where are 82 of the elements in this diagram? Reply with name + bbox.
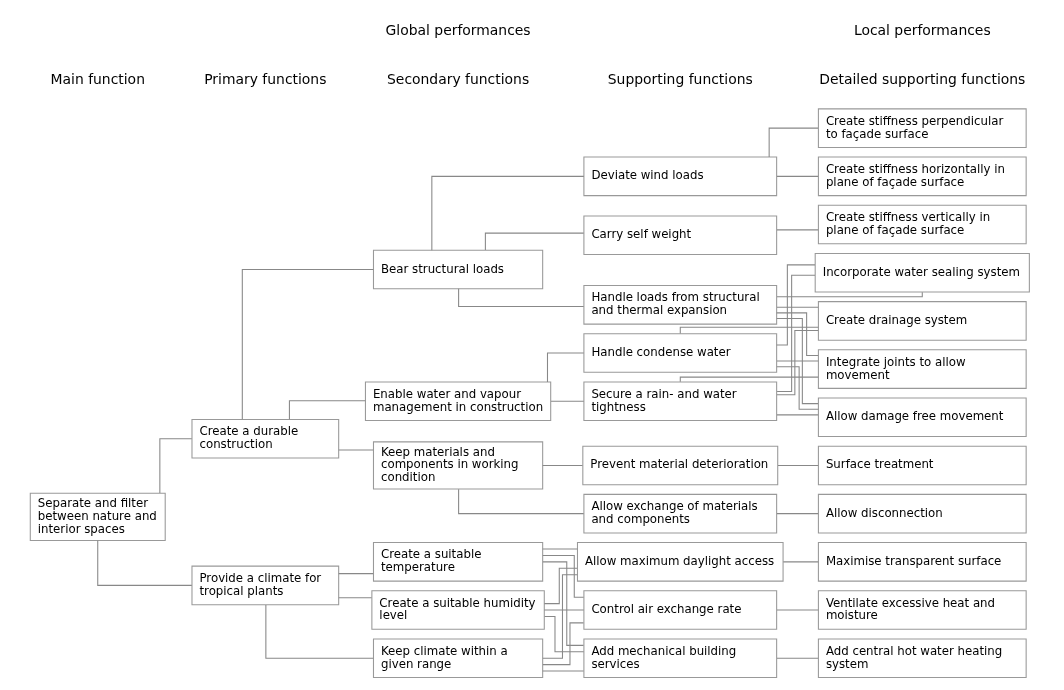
node-box: Create drainage system xyxy=(817,301,1027,341)
node-box: Surface treatment xyxy=(817,445,1027,486)
label: Supporting functions xyxy=(607,70,753,87)
node-box: Carry self weight xyxy=(582,215,777,256)
connector xyxy=(541,548,578,550)
node-box: Allow disconnection xyxy=(817,493,1027,534)
connector xyxy=(775,291,923,298)
connector xyxy=(541,622,584,666)
connector xyxy=(776,274,816,393)
connector xyxy=(541,670,584,672)
connector xyxy=(457,488,584,515)
node-box: Create stiffness perpendicular to façade surface xyxy=(817,108,1027,148)
node-box: Enable water and vapour management in construction xyxy=(364,381,551,422)
connector xyxy=(288,400,366,420)
connector xyxy=(775,513,819,515)
label: Local performances xyxy=(853,22,991,39)
connector xyxy=(541,561,584,646)
node-box: Incorporate water sealing system xyxy=(814,252,1030,293)
node-box: Prevent material deterioration xyxy=(581,445,778,486)
connector xyxy=(776,464,819,466)
connector xyxy=(96,539,192,586)
label: Primary functions xyxy=(203,70,326,87)
connector xyxy=(775,330,819,396)
label: Main function xyxy=(50,70,145,87)
connector xyxy=(775,312,819,356)
node-box: Keep materials and components in working condition xyxy=(372,441,543,490)
node-box: Secure a rain- and water tightness xyxy=(582,381,777,422)
connector xyxy=(337,573,374,575)
connector xyxy=(541,554,584,598)
node-box: Add mechanical building services xyxy=(582,638,777,679)
node-box: Deviate wind loads xyxy=(582,156,777,197)
node-box: Bear structural loads xyxy=(372,249,543,290)
connector xyxy=(241,268,374,420)
connector xyxy=(543,609,584,611)
node-box: Add central hot water heating system xyxy=(817,638,1027,679)
label: Global performances xyxy=(385,22,531,39)
connector xyxy=(768,127,819,158)
connector xyxy=(484,232,584,251)
connector xyxy=(775,366,819,410)
node-box: Create a suitable humidity level xyxy=(370,590,545,630)
connector xyxy=(775,657,819,659)
connector xyxy=(158,438,192,494)
label: Secondary functions xyxy=(386,70,529,87)
connector xyxy=(457,288,584,307)
node-box: Create a durable construction xyxy=(190,418,339,459)
node-box: Ventilate excessive heat and moisture xyxy=(817,590,1027,630)
node-box: Create a suitable temperature xyxy=(372,542,543,582)
connector xyxy=(775,175,819,177)
connector xyxy=(679,326,819,335)
connector xyxy=(782,561,819,563)
connector xyxy=(679,376,819,383)
connector xyxy=(775,264,815,346)
node-box: Control air exchange rate xyxy=(582,590,777,630)
node-box: Integrate joints to allow movement xyxy=(817,349,1027,389)
connector xyxy=(546,352,584,383)
connector xyxy=(775,414,819,416)
connector xyxy=(775,229,819,231)
connector xyxy=(337,597,372,599)
node-box: Keep climate within a given range xyxy=(372,638,543,679)
connector xyxy=(543,567,578,605)
connector xyxy=(543,615,584,653)
node-box: Maximise transparent surface xyxy=(817,542,1027,582)
node-box: Handle loads from structural and thermal expansion xyxy=(582,285,777,325)
node-box: Create stiffness vertically in plane of façade surface xyxy=(817,204,1027,245)
connector xyxy=(541,574,578,659)
connector xyxy=(550,400,584,402)
node-box: Handle condense water xyxy=(582,333,777,373)
connector xyxy=(775,317,819,405)
node-box: Create stiffness horizontally in plane of façade surface xyxy=(817,156,1027,197)
connector xyxy=(775,306,819,308)
node-box: Provide a climate for tropical plants xyxy=(190,565,339,606)
connector xyxy=(541,464,583,466)
node-box: Allow maximum daylight access xyxy=(576,542,784,582)
connector xyxy=(775,609,819,611)
node-box: Allow exchange of materials and components xyxy=(582,493,777,534)
connector xyxy=(264,604,374,659)
connector xyxy=(337,449,374,451)
node-box: Allow damage free movement xyxy=(817,397,1027,438)
node-box: Separate and filter between nature and interior spaces xyxy=(29,492,166,541)
label: Detailed supporting functions xyxy=(818,70,1025,87)
connector xyxy=(775,360,819,362)
connector xyxy=(430,175,584,251)
